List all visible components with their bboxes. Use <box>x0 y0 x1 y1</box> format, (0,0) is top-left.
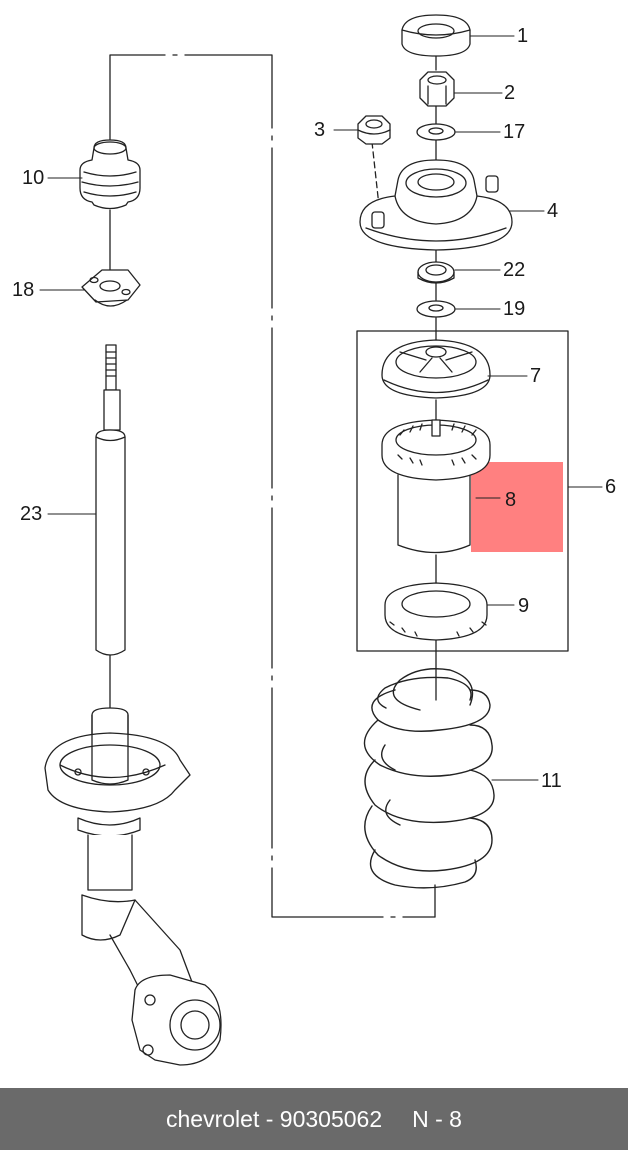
part-23-shock-absorber[interactable] <box>95 344 126 713</box>
part-9-lower-spring-seat[interactable] <box>384 582 488 641</box>
callout-10: 10 <box>22 167 45 189</box>
part-11-coil-spring[interactable] <box>363 668 495 889</box>
footer-bar: chevrolet - 90305062 N - 8 <box>0 1088 628 1150</box>
footer-brand-part: chevrolet - 90305062 <box>166 1105 383 1132</box>
callout-11: 11 <box>541 770 562 792</box>
strut-housing-knuckle[interactable] <box>44 707 222 1066</box>
leader-lines <box>39 35 603 781</box>
part-17-washer[interactable] <box>416 123 456 141</box>
part-2-nut[interactable] <box>419 71 455 107</box>
callout-4: 4 <box>547 200 559 222</box>
part-6-kit-box[interactable] <box>356 330 569 652</box>
callout-3: 3 <box>314 119 326 141</box>
part-19-washer[interactable] <box>416 300 456 318</box>
assembly-connection-line <box>109 54 436 918</box>
callout-22: 22 <box>503 259 526 281</box>
callout-17: 17 <box>503 121 526 143</box>
part-8-highlight[interactable] <box>471 462 563 552</box>
callout-18: 18 <box>12 279 35 301</box>
part-3-nut[interactable] <box>357 115 391 145</box>
callout-1: 1 <box>517 25 529 47</box>
callout-9: 9 <box>518 595 530 617</box>
callout-6: 6 <box>605 476 617 498</box>
part-7-upper-spring-seat[interactable] <box>381 339 491 399</box>
callout-19: 19 <box>503 298 526 320</box>
part-22-bearing[interactable] <box>417 261 455 284</box>
callout-2: 2 <box>504 82 516 104</box>
exploded-strut-diagram <box>39 14 603 1066</box>
part-8-dust-cover[interactable] <box>381 419 491 554</box>
callout-23: 23 <box>20 503 43 525</box>
footer-page: N - 8 <box>412 1105 462 1132</box>
part-10-bump-boot[interactable] <box>79 139 141 271</box>
part-18-bracket[interactable] <box>81 269 141 307</box>
callout-7: 7 <box>530 365 542 387</box>
part-4-strut-mount[interactable] <box>359 159 513 251</box>
part-1-top-cap[interactable] <box>401 14 471 57</box>
callout-8[interactable]: 8 <box>505 489 517 511</box>
